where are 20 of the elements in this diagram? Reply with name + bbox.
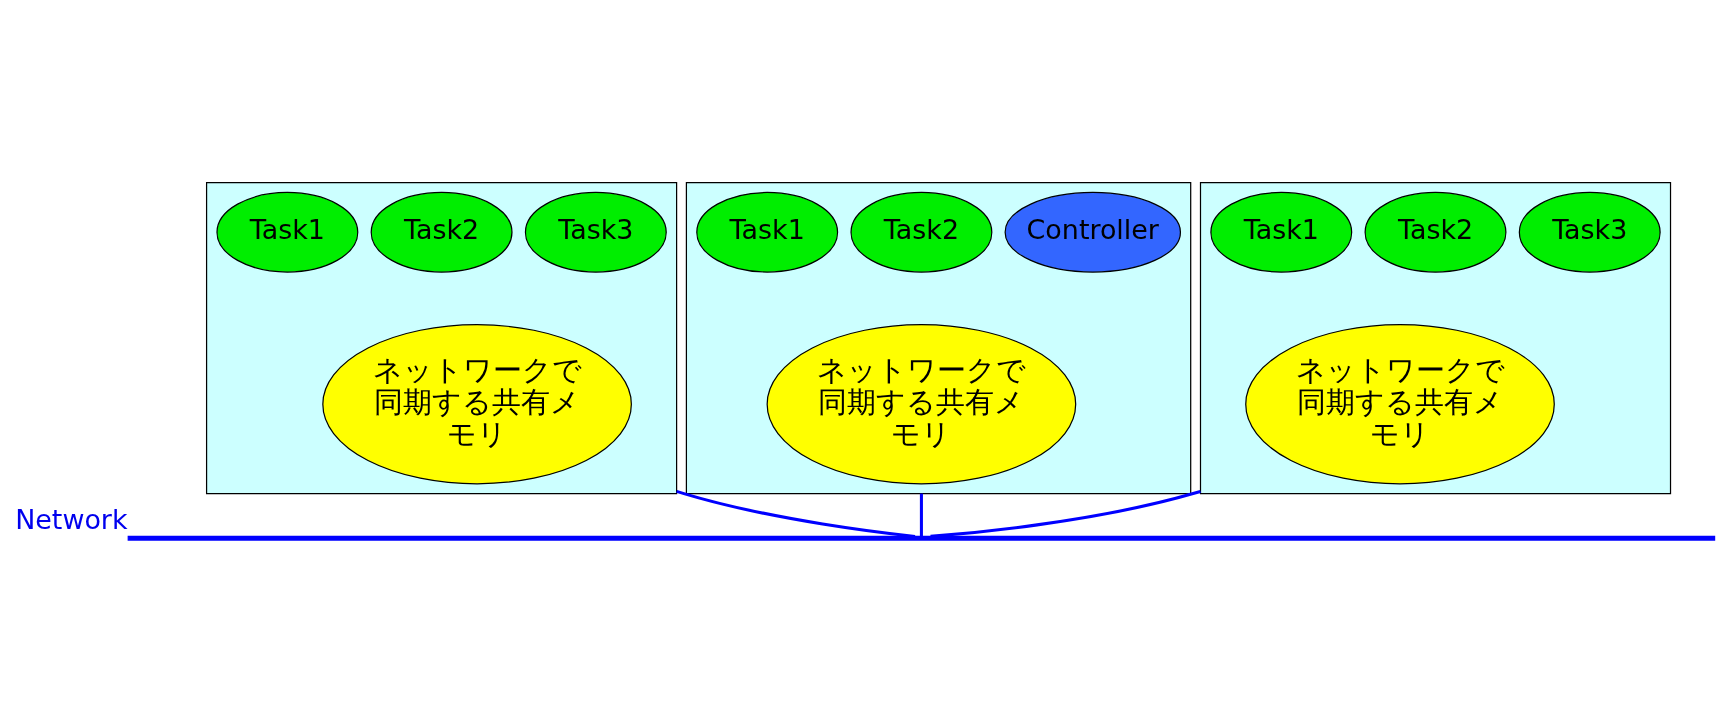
node-ellipse: Controller [1004, 191, 1182, 273]
node-ellipse: Task3 [1518, 191, 1661, 273]
cluster [206, 182, 678, 495]
node-ellipse: ネットワークで同期する共有メモリ [766, 324, 1077, 485]
node-label: Network [15, 503, 128, 535]
node-ellipse: Task1 [1210, 191, 1353, 273]
node-ellipse: Task2 [850, 191, 993, 273]
node-bar [127, 535, 1716, 541]
node-ellipse: Task3 [524, 191, 667, 273]
connector [930, 489, 1201, 538]
node-ellipse: Task2 [370, 191, 513, 273]
node-ellipse: ネットワークで同期する共有メモリ [1245, 324, 1555, 485]
node-ellipse: Task2 [1364, 191, 1507, 273]
node-ellipse: Task1 [216, 191, 359, 273]
cluster [1199, 182, 1672, 495]
cluster [685, 182, 1192, 495]
node-ellipse: ネットワークで同期する共有メモリ [322, 324, 632, 485]
connector [676, 489, 916, 538]
connector [919, 493, 923, 537]
node-ellipse: Task1 [696, 191, 839, 273]
